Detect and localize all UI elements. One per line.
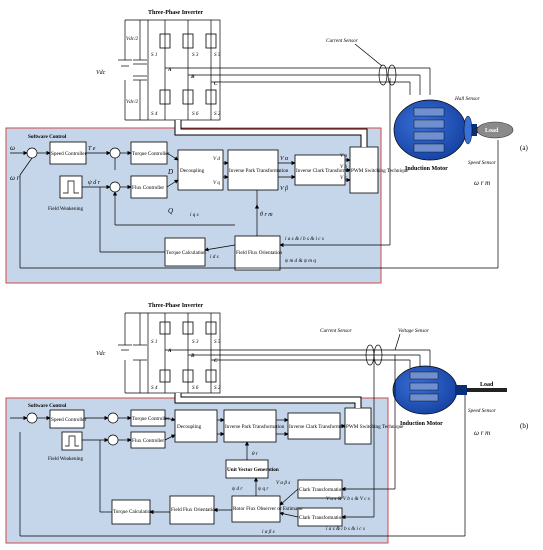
rfo-b: Rotor Flux Observer or Estimator [233, 506, 303, 512]
clark1-b: Clark Transformation [299, 486, 344, 493]
phase-a-b: A [167, 348, 172, 354]
inverse-clark-b: Inverse Clark Transformation [289, 423, 351, 430]
hall-sensor-a: Hall Sensor [454, 96, 481, 102]
motor-label-a: Induction Motor [405, 166, 448, 172]
torque-calc-a: Torque Calculation [166, 250, 206, 256]
switch-s4-a: S 4 [151, 110, 158, 117]
sig-valpha-a: V α [280, 156, 289, 162]
inverter-a: Vdc Vdc/2 Vdc/2 S 1 S 3 S 5 S 4 S 6 S 2 … [96, 19, 221, 121]
sig-vab-b: V α β s [276, 480, 290, 486]
sig-vc-a: V c [340, 175, 347, 181]
inverter-title-b: Three-Phase Inverter [148, 303, 203, 309]
omega-rm-b: ω r m [474, 429, 490, 437]
torque-controller-b: Torque Controller [132, 416, 170, 422]
sig-psi-qr-b: ψ q r [258, 486, 269, 492]
ffo-a: Field Flux Orientation [236, 250, 283, 256]
sig-omega-ref-a: ω [10, 144, 15, 152]
sig-vabc-b: V a s & V b s & V c s [326, 496, 370, 502]
switch-s4-b: S 4 [151, 384, 158, 391]
vdc-label-a: Vdc [96, 70, 106, 76]
motor-a: Load [393, 99, 514, 161]
pwm-a: PWM Switching Technique [351, 168, 409, 174]
switch-s2-b: S 2 [214, 385, 221, 391]
speed-controller-a: Speed Controller [51, 151, 87, 157]
switch-s1-b: S 1 [151, 339, 158, 345]
sig-iab-b: i α β s [262, 529, 275, 535]
speed-sensor-b: Speed Sensor [468, 408, 497, 414]
load-label-b: Load [480, 382, 494, 388]
sig-theta-a: θ r m [260, 212, 273, 218]
panel-label-a: (a) [520, 144, 528, 152]
sig-iabc-a: i a s & i b s & i c s [285, 236, 324, 242]
flux-controller-b: Flux Controller [132, 438, 164, 444]
diagram-b: Three-Phase Inverter Vdc S 1 S 3 [5, 303, 529, 544]
phase-c-a: C [214, 81, 218, 87]
sig-psi-m-a: ψ m d & ψ m q [285, 258, 316, 264]
inverse-park-a: Inverse Park Transformation [229, 167, 289, 174]
load-label-a: Load [485, 128, 499, 134]
software-control-label-b: Software Control [28, 403, 67, 409]
phase-b-a: B [190, 74, 195, 80]
speed-sensor-a: Speed Sensor [468, 160, 497, 166]
inverter-title-a: Three-Phase Inverter [148, 10, 203, 16]
uvg-b: Unit Vector Generation [227, 467, 279, 473]
switch-legs-a [159, 20, 217, 120]
omega-rm-a: ω r m [474, 179, 490, 187]
motor-b: Load [392, 365, 507, 415]
sig-d-a: D [167, 168, 173, 176]
clark2-b: Clark Transformation [299, 514, 344, 521]
switch-s3-b: S 3 [192, 339, 199, 345]
decoupling-b: Decoupling [177, 424, 202, 430]
field-weakening-b: Field Weakening [48, 456, 83, 462]
current-sensor-b: Current Sensor [320, 328, 353, 334]
vdc-bottom-a: Vdc/2 [126, 99, 139, 105]
sig-psi-dr-a: ψ d r [88, 180, 101, 186]
sig-q-a: Q [168, 207, 173, 215]
sig-omega-r-a: ω r [10, 174, 20, 182]
software-control-label-a: Software Control [28, 134, 67, 140]
decoupling-a: Decoupling [180, 168, 205, 174]
sig-iabc-b: i a s & i b s & i c s [326, 526, 365, 532]
phase-a-a: A [167, 67, 172, 73]
switch-s1-a: S 1 [151, 52, 158, 58]
speed-controller-b: Speed Controller [51, 417, 87, 423]
switch-s6-a: S 6 [192, 111, 199, 117]
diagram-a: Three-Phase Inverter Vdc Vdc/2 Vdc/2 [5, 10, 528, 284]
current-sensor-a: Current Sensor [326, 38, 359, 44]
vdc-label-b: Vdc [96, 351, 106, 357]
sig-vb-a: V b [340, 164, 347, 170]
motor-label-b: Induction Motor [400, 421, 443, 427]
switch-s5-a: S 5 [214, 52, 221, 58]
sig-psi-dr-b: ψ d r [232, 486, 243, 492]
phase-b-b: B [190, 353, 195, 359]
pwm-b: PWM Switching Technique [346, 424, 404, 430]
vdc-top-a: Vdc/2 [126, 36, 139, 42]
ffo-b: Field Flux Orientation [171, 507, 218, 513]
flux-controller-a: Flux Controller [132, 185, 164, 191]
panel-label-b: (b) [520, 422, 529, 430]
sig-vd-a: V d [213, 156, 220, 162]
field-weakening-a: Field Weakening [48, 206, 83, 212]
switch-s6-b: S 6 [192, 385, 199, 391]
sig-te-a: T e [88, 146, 96, 152]
phase-c-b: C [214, 358, 218, 364]
switch-s5-b: S 5 [214, 339, 221, 345]
sig-va-a: V a [340, 153, 347, 159]
inverter-b: Vdc S 1 S 3 S 5 S 4 S 6 S 2 A B C [96, 312, 221, 394]
inverse-clark-a: Inverse Clark Transformation [296, 167, 358, 174]
sig-ids-a: i d s [210, 254, 219, 260]
torque-controller-a: Torque Controller [132, 151, 170, 157]
torque-calc-b: Torque Calculation [113, 509, 153, 515]
inverse-park-b: Inverse Park Transformation [225, 423, 285, 430]
sig-theta-r-b: θ r [252, 451, 259, 457]
switch-s2-a: S 2 [214, 111, 221, 117]
switch-s3-a: S 3 [192, 52, 199, 58]
sig-vq-a: V q [213, 180, 220, 186]
sig-vbeta-a: V β [280, 186, 288, 192]
voltage-sensor-b: Voltage Sensor [398, 328, 430, 334]
sig-iqs-a: i q s [190, 212, 199, 218]
